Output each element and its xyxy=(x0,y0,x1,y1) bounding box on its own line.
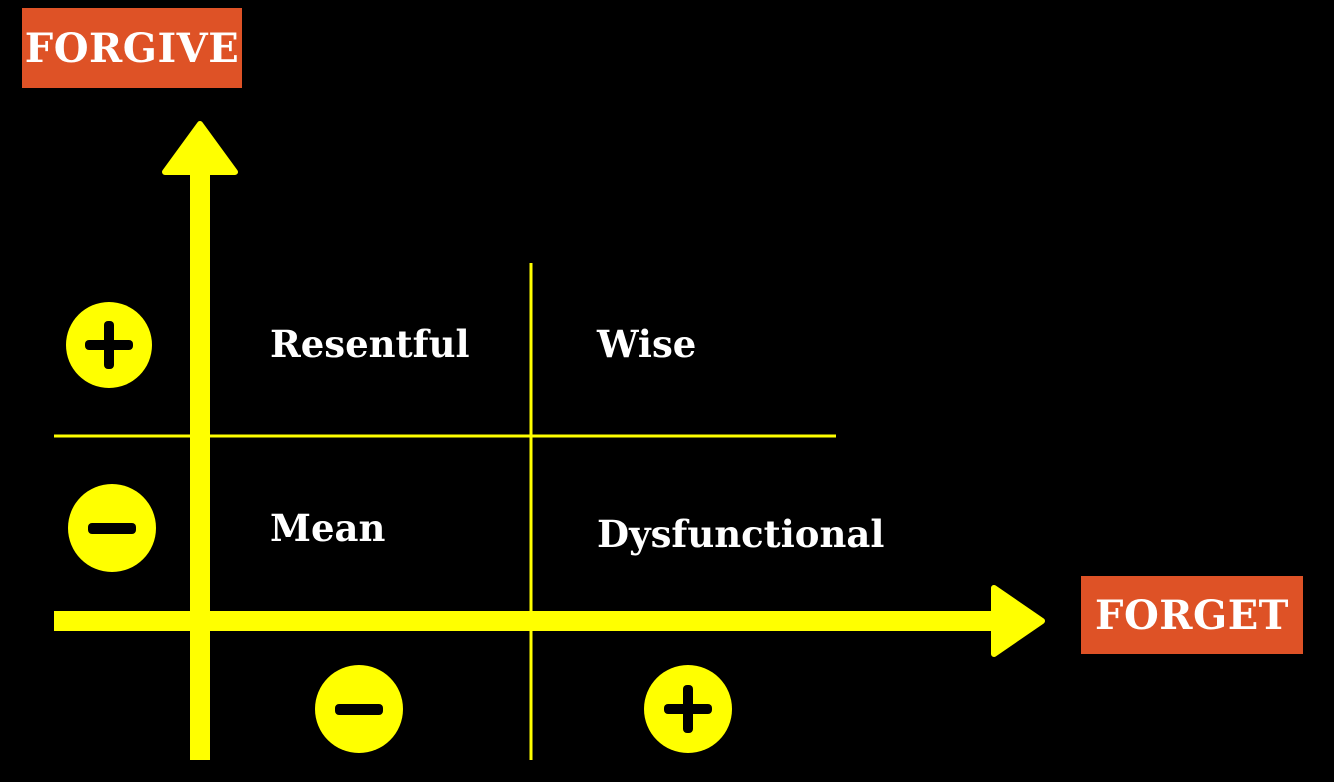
x-axis-label: FORGET xyxy=(1081,576,1303,654)
y-axis-arrowhead xyxy=(162,121,238,175)
quadrant-label-dysfunctional: Dysfunctional xyxy=(597,512,885,556)
x-axis xyxy=(54,585,1045,657)
quadrant-label-resentful: Resentful xyxy=(270,322,470,366)
minus-icon xyxy=(315,665,403,753)
plus-icon xyxy=(66,302,152,388)
x-axis-shaft xyxy=(54,611,1014,631)
plus-icon xyxy=(644,665,732,753)
x-axis-arrowhead xyxy=(991,585,1045,657)
y-axis-label: FORGIVE xyxy=(22,8,242,88)
quadrant-label-mean: Mean xyxy=(270,506,386,550)
y-axis xyxy=(162,121,238,760)
y-axis-shaft xyxy=(190,150,210,760)
minus-icon xyxy=(68,484,156,572)
quadrant-label-wise: Wise xyxy=(597,322,697,366)
